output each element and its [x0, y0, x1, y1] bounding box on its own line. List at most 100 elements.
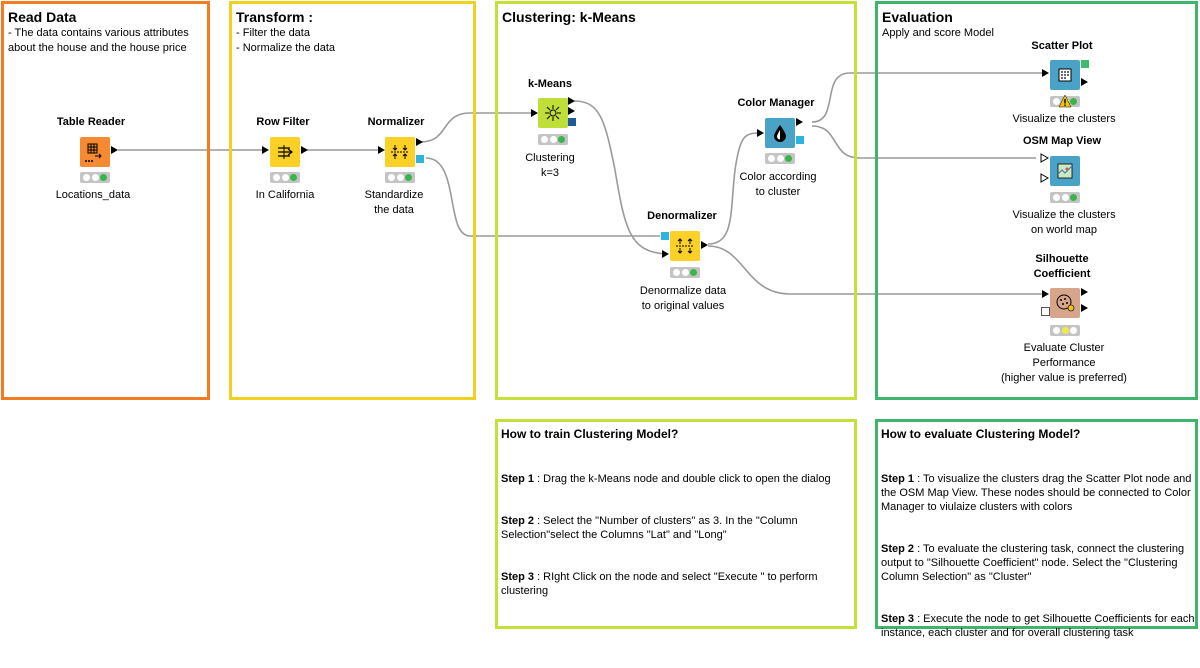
silhouette-output-port-2[interactable]: [1081, 304, 1088, 312]
node-silhouette-desc[interactable]: Evaluate Cluster Performance (higher val…: [1001, 342, 1127, 384]
scatter-plot-input-port[interactable]: [1042, 69, 1049, 77]
help-evaluate-box[interactable]: How to evaluate Clustering Model? Step 1…: [875, 419, 1198, 639]
warning-icon: [1058, 94, 1072, 108]
denormalizer-output-port[interactable]: [701, 241, 708, 249]
node-silhouette-label: Silhouette Coefficient: [1033, 253, 1091, 280]
node-kmeans-desc[interactable]: Clustering k=3: [525, 152, 575, 179]
scatter-plot-icon: [1058, 68, 1072, 82]
row-filter-input-port[interactable]: [262, 146, 269, 154]
box-evaluation[interactable]: Evaluation Apply and score Model: [875, 1, 1198, 400]
node-kmeans[interactable]: [538, 98, 568, 128]
box-clustering[interactable]: Clustering: k-Means: [495, 1, 857, 400]
scatter-plot-output-port-data[interactable]: [1081, 78, 1088, 86]
node-denormalizer-label: Denormalizer: [647, 210, 717, 222]
row-filter-output-port[interactable]: [301, 146, 308, 154]
denormalizer-icon: [676, 238, 694, 254]
conn-colormanager-osm: [811, 125, 1036, 159]
connections-layer: [118, 72, 1043, 295]
node-kmeans-label: k-Means: [527, 78, 573, 90]
conn-denorm-colormanager: [707, 132, 761, 245]
help-train-title: How to train Clustering Model?: [501, 427, 679, 441]
node-table-reader-desc[interactable]: Locations_data: [55, 189, 131, 201]
help-train-box[interactable]: How to train Clustering Model? Step 1 : …: [495, 419, 857, 629]
node-normalizer[interactable]: [385, 137, 415, 167]
kmeans-output-port-model[interactable]: [568, 118, 576, 126]
table-reader-status: [80, 172, 110, 183]
node-osm-map[interactable]: [1050, 156, 1080, 186]
box-read-data-body: - The data contains various attributes a…: [8, 27, 189, 54]
node-normalizer-label: Normalizer: [367, 116, 425, 128]
conn-kmeans-denormalizer: [573, 100, 667, 255]
node-scatter-plot-desc[interactable]: Visualize the clusters: [1012, 113, 1116, 125]
table-reader-output-port[interactable]: [111, 146, 118, 154]
silhouette-input-port-data[interactable]: [1042, 290, 1049, 298]
kmeans-status: [538, 134, 568, 145]
help-train-step-2: Step 2 : Select the "Number of clusters"…: [501, 515, 798, 541]
normalizer-icon: [391, 145, 409, 159]
denormalizer-input-port-data[interactable]: [662, 250, 669, 258]
node-normalizer-desc[interactable]: Standardize the data: [364, 189, 424, 216]
normalizer-input-port[interactable]: [378, 146, 385, 154]
osm-map-input-ports[interactable]: [1040, 153, 1049, 187]
help-evaluate-step-3: Step 3 : Execute the node to get Silhoue…: [881, 613, 1195, 639]
node-denormalizer-desc[interactable]: Denormalize data to original values: [639, 285, 727, 312]
node-osm-map-label: OSM Map View: [1022, 135, 1102, 147]
color-manager-output-port-model[interactable]: [796, 136, 804, 144]
color-manager-input-port[interactable]: [757, 129, 764, 137]
node-color-manager-desc[interactable]: Color according to cluster: [739, 171, 817, 198]
row-filter-icon: [278, 145, 293, 159]
osm-map-status: [1050, 192, 1080, 203]
node-table-reader[interactable]: [80, 137, 110, 167]
conn-denorm-silhouette: [707, 245, 1043, 295]
normalizer-output-port-data[interactable]: [416, 138, 423, 146]
denormalizer-input-port-model[interactable]: [661, 232, 669, 240]
box-evaluation-body: Apply and score Model: [882, 27, 994, 39]
box-transform[interactable]: Transform : - Filter the data - Normaliz…: [229, 1, 476, 400]
help-evaluate-title: How to evaluate Clustering Model?: [881, 427, 1081, 441]
color-drop-icon: [774, 125, 786, 142]
kmeans-icon: [545, 105, 561, 121]
table-reader-icon: [85, 143, 102, 162]
kmeans-output-port-centers[interactable]: [568, 107, 575, 115]
box-transform-body: - Filter the data - Normalize the data: [236, 27, 336, 54]
help-evaluate-step-2: Step 2 : To evaluate the clustering task…: [881, 543, 1185, 583]
denormalizer-status: [670, 267, 700, 278]
node-table-reader-label: Table Reader: [56, 116, 126, 128]
color-manager-status: [765, 153, 795, 164]
node-scatter-plot[interactable]: [1050, 60, 1080, 90]
silhouette-output-port-1[interactable]: [1081, 288, 1088, 296]
node-silhouette[interactable]: [1050, 288, 1080, 318]
node-row-filter-label: Row Filter: [256, 116, 310, 128]
box-clustering-title: Clustering: k-Means: [502, 9, 636, 25]
box-read-data-title: Read Data: [8, 9, 77, 25]
normalizer-status: [385, 172, 415, 183]
help-train-step-1: Step 1 : Drag the k-Means node and doubl…: [501, 473, 831, 485]
box-read-data[interactable]: Read Data - The data contains various at…: [1, 1, 210, 400]
box-transform-title: Transform :: [236, 9, 314, 25]
node-osm-map-desc[interactable]: Visualize the clusters on world map: [1012, 209, 1116, 236]
kmeans-output-port-labels[interactable]: [568, 97, 575, 105]
conn-normalizer-denormalizer: [425, 157, 660, 237]
kmeans-input-port[interactable]: [531, 109, 538, 117]
silhouette-icon: [1056, 294, 1075, 312]
help-evaluate-steps: Step 1 : To visualize the clusters drag …: [881, 458, 1196, 668]
node-row-filter-desc[interactable]: In California: [255, 189, 315, 201]
scatter-plot-output-port-image[interactable]: [1081, 60, 1089, 68]
box-evaluation-title: Evaluation: [882, 9, 953, 25]
map-icon: [1057, 163, 1073, 179]
color-manager-output-port-data[interactable]: [796, 118, 803, 126]
node-denormalizer[interactable]: [670, 231, 700, 261]
conn-normalizer-kmeans: [419, 112, 532, 143]
silhouette-input-port-optional[interactable]: [1041, 307, 1050, 316]
row-filter-status: [270, 172, 300, 183]
silhouette-status: [1050, 325, 1080, 336]
help-train-step-3: Step 3 : RIght Click on the node and sel…: [501, 571, 818, 597]
conn-colormanager-scatter: [811, 72, 1043, 123]
help-train-steps: Step 1 : Drag the k-Means node and doubl…: [501, 458, 846, 626]
node-row-filter[interactable]: [270, 137, 300, 167]
help-evaluate-step-1: Step 1 : To visualize the clusters drag …: [881, 473, 1192, 513]
node-color-manager-label: Color Manager: [737, 97, 815, 109]
normalizer-output-port-model[interactable]: [416, 155, 424, 163]
node-scatter-plot-label: Scatter Plot: [1031, 40, 1093, 52]
node-color-manager[interactable]: [765, 118, 795, 148]
